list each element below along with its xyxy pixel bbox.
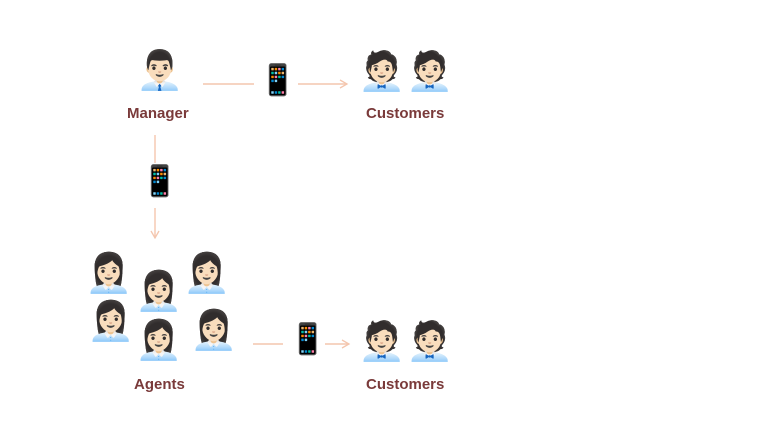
phone-icon: 📱 [259,63,297,98]
manager-label: Manager [127,105,189,122]
agent-icon: 👩🏻‍💼 [183,251,231,295]
customer-icon: 🧑🏻‍💼 [406,319,454,363]
agent-icon: 👩🏻‍💼 [135,318,183,362]
customer-icon: 🧑🏻‍💼 [358,319,406,363]
agent-icon: 👩🏻‍💼 [190,308,238,352]
customer-icon: 🧑🏻‍💼 [406,49,454,93]
agent-icon: 👩🏻‍💼 [135,269,183,313]
customer-icon: 🧑🏻‍💼 [358,49,406,93]
agent-icon: 👩🏻‍💼 [85,251,133,295]
phone-icon: 📱 [141,164,179,199]
manager-icon: 👨🏻‍💼 [136,48,184,92]
agent-icon: 👩🏻‍💼 [87,299,135,343]
agents-label: Agents [134,376,185,393]
customers-top-label: Customers [366,105,445,122]
phone-icon: 📱 [289,322,327,357]
customers-bottom-label: Customers [366,376,445,393]
